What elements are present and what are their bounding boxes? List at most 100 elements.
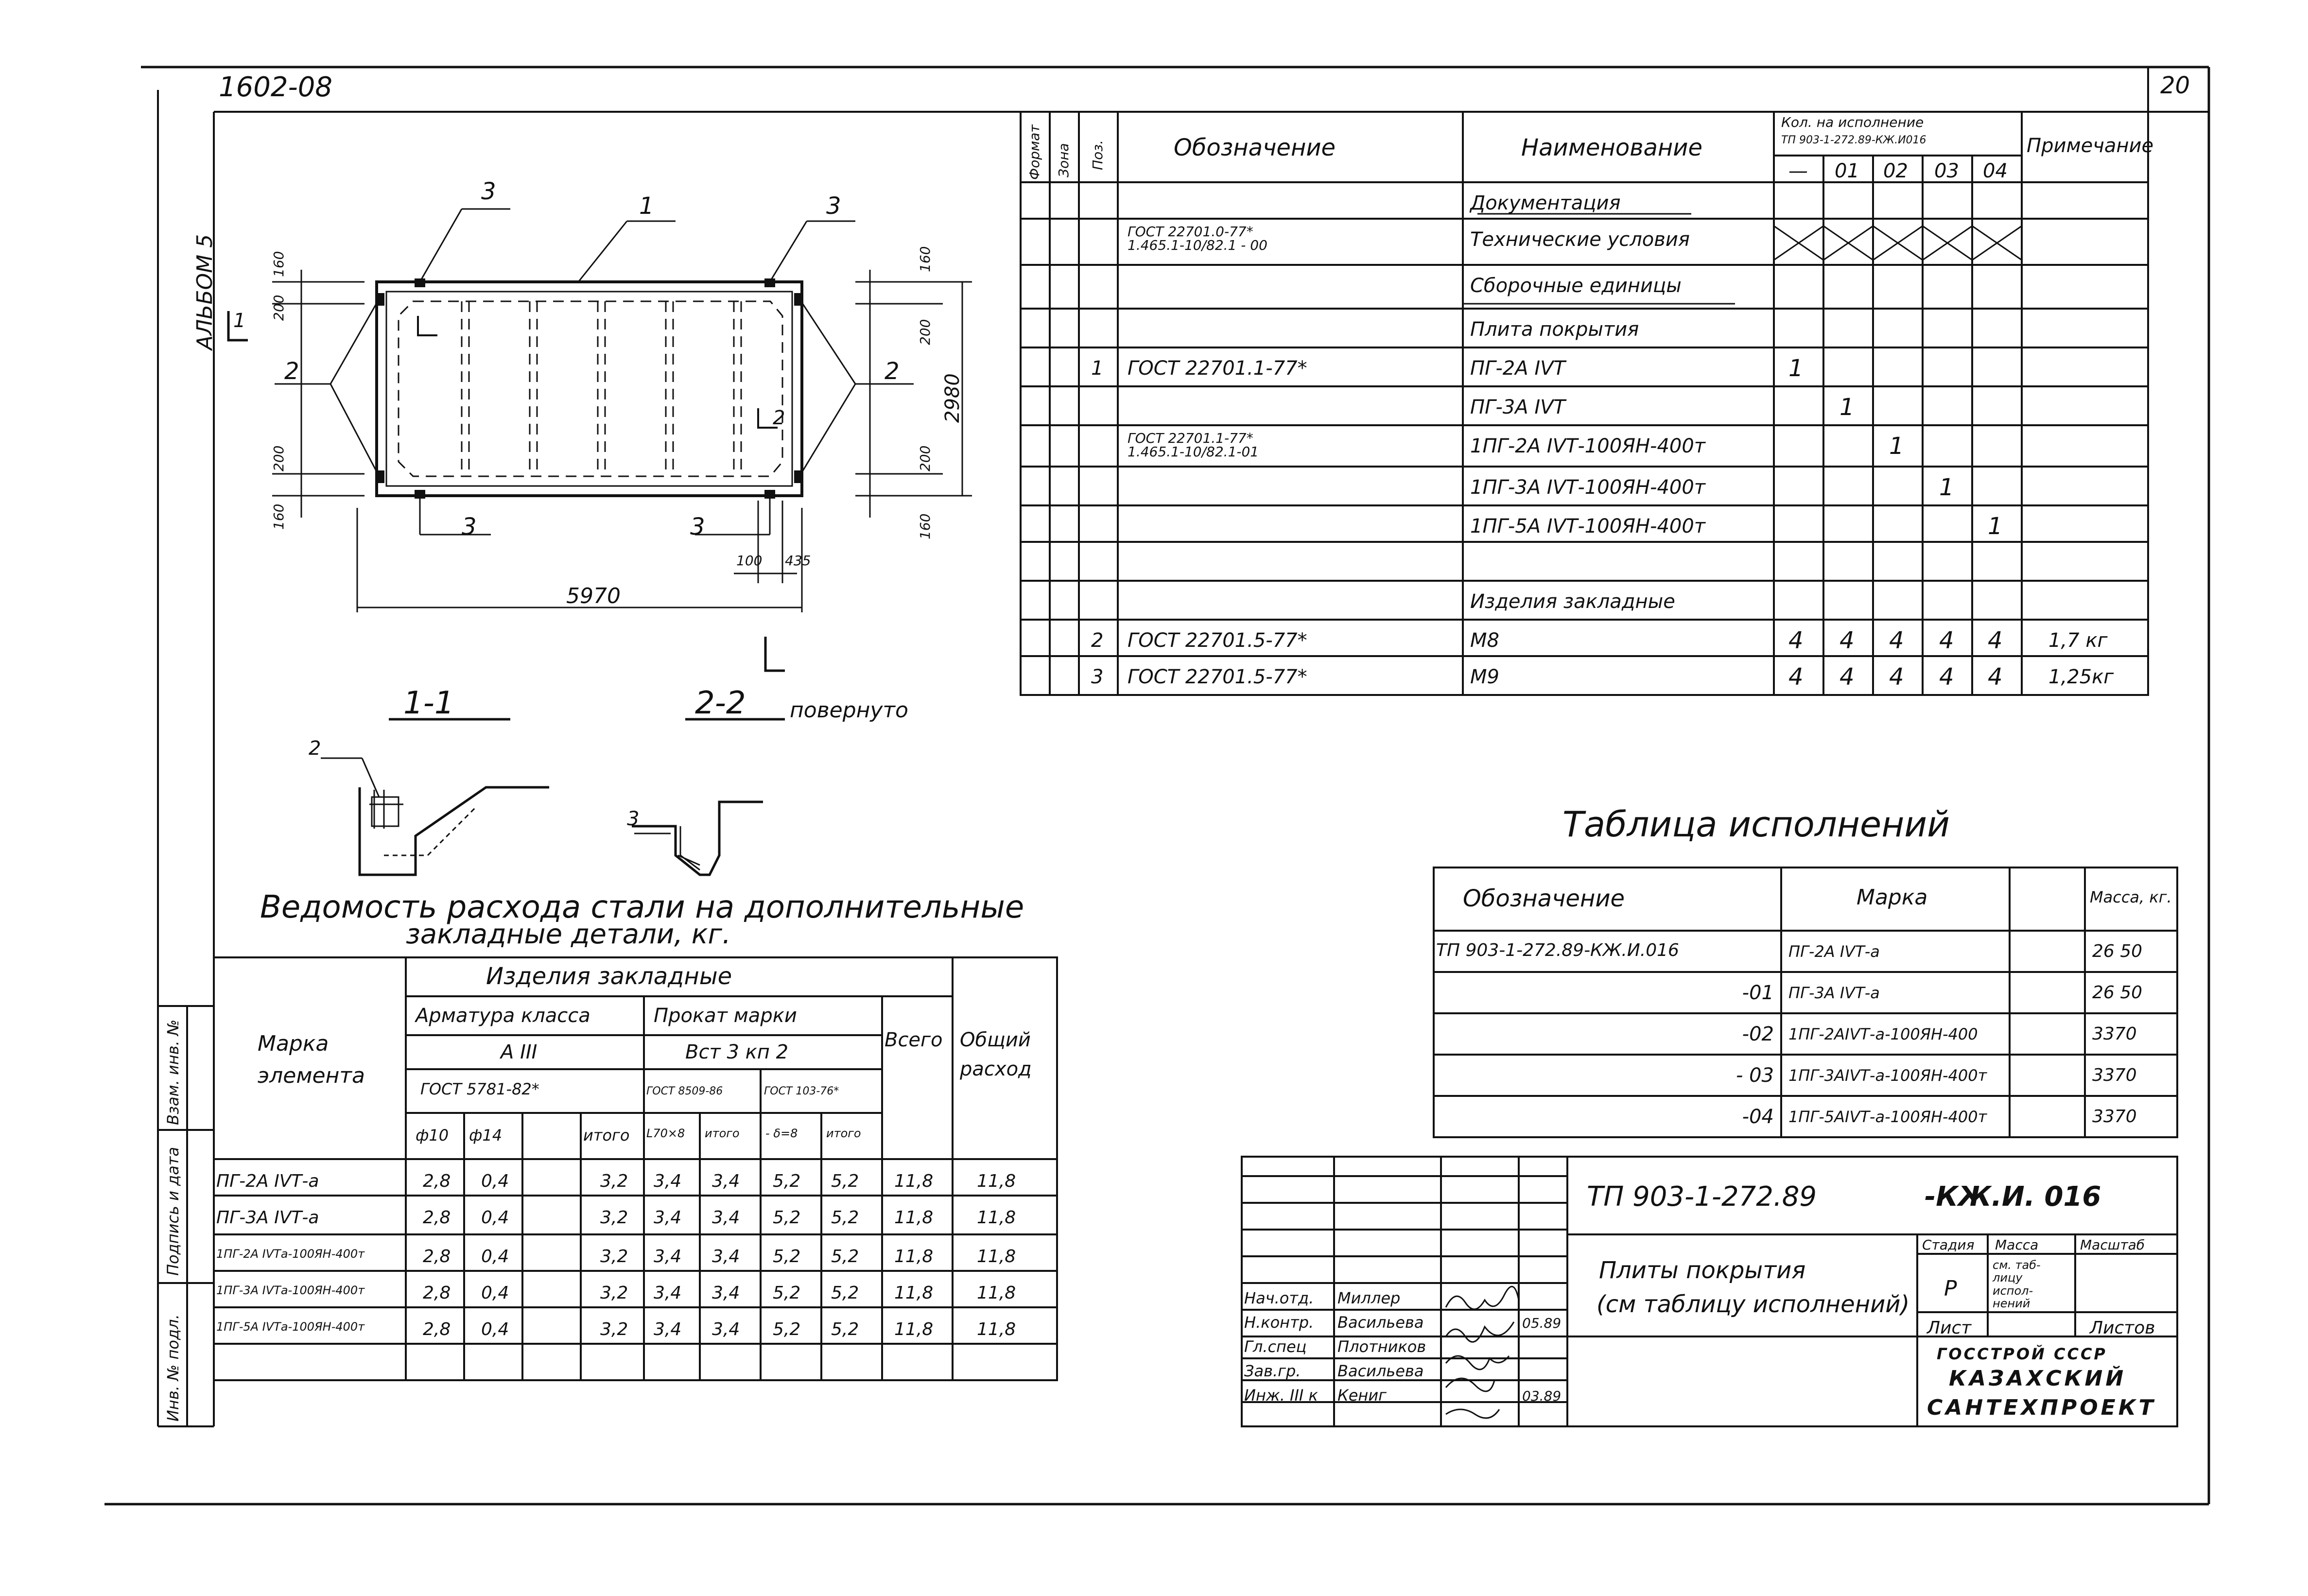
- plan-width-dim: 2980: [941, 373, 964, 423]
- dim-right-3: 200: [917, 445, 933, 471]
- spec-designation: ГОСТ 22701.5-77*: [1128, 666, 1307, 688]
- steel-subheader: ф10: [416, 1126, 449, 1145]
- spec-h-zone: Зона: [1056, 143, 1072, 177]
- section-2-note: повернуто: [790, 698, 908, 723]
- variants-h-mass: Масса, кг.: [2090, 888, 2172, 906]
- variant-mass: 26 50: [2092, 941, 2143, 961]
- steel-value: 11,8: [977, 1247, 1016, 1266]
- steel-value: 5,2: [831, 1283, 859, 1303]
- steel-value: 11,8: [894, 1319, 934, 1339]
- section-2-title: 2-2: [695, 685, 746, 721]
- steel-value: 2,8: [423, 1247, 451, 1266]
- callout-3-c: 3: [462, 513, 477, 540]
- signatory-role: Зав.гр.: [1244, 1362, 1301, 1380]
- steel-h-profile-grade: Вст 3 кп 2: [685, 1041, 789, 1063]
- steel-mark: ПГ-3А IVТ-а: [216, 1208, 319, 1228]
- steel-value: 3,4: [712, 1283, 740, 1303]
- variant-designation: ТП 903-1-272.89-КЖ.И.016: [1436, 940, 1679, 960]
- callout-2-right: 2: [885, 358, 900, 385]
- steel-h-rebar-gost: ГОСТ 5781-82*: [420, 1080, 539, 1098]
- plan-length-dim: 5970: [566, 584, 621, 608]
- steel-value: 3,4: [712, 1319, 740, 1339]
- spec-qty: 4: [1939, 627, 1954, 654]
- steel-value: 0,4: [481, 1283, 509, 1303]
- section-1-callout: 2: [309, 737, 321, 760]
- steel-value: 3,4: [654, 1283, 682, 1303]
- spec-qty: 1: [1889, 433, 1904, 460]
- title-sheets: Листов: [2090, 1318, 2155, 1338]
- variant-designation: - 03: [1735, 1064, 1774, 1087]
- title-org-2: КАЗАХСКИЙ: [1949, 1366, 2127, 1391]
- steel-value: 5,2: [773, 1283, 801, 1303]
- steel-value: 3,4: [712, 1208, 740, 1228]
- spec-qty: 1: [1788, 355, 1804, 382]
- spec-note: 1,25кг: [2048, 666, 2114, 688]
- variant-designation: -02: [1742, 1023, 1774, 1045]
- steel-value: 11,8: [977, 1208, 1016, 1228]
- spec-h-name: Наименование: [1521, 134, 1703, 161]
- spec-name: Технические условия: [1470, 228, 1690, 251]
- spec-pos: 3: [1091, 666, 1104, 688]
- spec-name: Сборочные единицы: [1470, 275, 1682, 297]
- steel-value: 3,2: [600, 1247, 628, 1266]
- spec-name: 1ПГ-3А IVТ-100ЯН-400т: [1470, 476, 1706, 499]
- variant-mark: ПГ-2А IVТ-а: [1788, 942, 1880, 961]
- signatory-role: Нач.отд.: [1244, 1289, 1314, 1307]
- variant-designation: -01: [1742, 982, 1774, 1004]
- spec-name: М8: [1470, 629, 1499, 652]
- steel-mark: 1ПГ-5А IVТа-100ЯН-400т: [216, 1320, 365, 1334]
- page-number: 20: [2160, 72, 2190, 99]
- spec-qty: 4: [1839, 663, 1855, 691]
- title-scale-h: Масштаб: [2080, 1237, 2145, 1253]
- steel-value: 5,2: [831, 1208, 859, 1228]
- steel-value: 2,8: [423, 1208, 451, 1228]
- album-label: АЛЬБОМ 5: [192, 234, 217, 350]
- callout-3-b: 3: [826, 192, 841, 220]
- steel-value: 3,2: [600, 1283, 628, 1303]
- spec-h-qty-1: Кол. на исполнение: [1781, 114, 1924, 130]
- steel-value: 3,4: [654, 1208, 682, 1228]
- spec-qty: 1: [1939, 474, 1954, 501]
- steel-title-2: закладные детали, кг.: [406, 919, 731, 950]
- spec-h-pos: Поз.: [1090, 140, 1106, 170]
- spec-designation: ГОСТ 22701.1-77* 1.465.1-10/82.1-01: [1128, 430, 1259, 460]
- spec-h-variant-4: 04: [1983, 160, 2008, 182]
- spec-designation: ГОСТ 22701.0-77* 1.465.1-10/82.1 - 00: [1128, 224, 1267, 253]
- spec-name: 1ПГ-5А IVТ-100ЯН-400т: [1470, 515, 1706, 538]
- steel-value: 11,8: [894, 1208, 934, 1228]
- steel-title-1: Ведомость расхода стали на дополнительны…: [260, 889, 1024, 925]
- steel-value: 5,2: [773, 1247, 801, 1266]
- steel-h-total: Всего: [885, 1029, 943, 1051]
- steel-h-rebar: Арматура класса: [416, 1005, 590, 1027]
- spec-designation: ГОСТ 22701.1-77*: [1128, 357, 1307, 380]
- dim-right-4: 160: [917, 513, 933, 539]
- steel-value: 0,4: [481, 1247, 509, 1266]
- dim-right-2: 200: [917, 319, 933, 345]
- spec-h-designation: Обозначение: [1174, 134, 1336, 161]
- spec-pos: 2: [1091, 629, 1104, 652]
- spec-h-variant-3: 03: [1934, 160, 1959, 182]
- steel-subheader: - δ=8: [765, 1127, 798, 1140]
- callout-2-left: 2: [284, 358, 299, 385]
- spec-name: ПГ-3А IVТ: [1470, 396, 1565, 418]
- signatory-date: 03.89: [1522, 1388, 1562, 1404]
- spec-qty: 1: [1839, 394, 1855, 421]
- title-stage-h: Стадия: [1922, 1237, 1975, 1253]
- spec-qty: 4: [1839, 627, 1855, 654]
- steel-value: 5,2: [773, 1208, 801, 1228]
- title-mass-h: Масса: [1995, 1237, 2039, 1253]
- spec-name: Плита покрытия: [1470, 318, 1639, 341]
- steel-value: 3,2: [600, 1171, 628, 1191]
- spec-qty: 4: [1988, 627, 2003, 654]
- steel-value: 2,8: [423, 1283, 451, 1303]
- steel-mark: 1ПГ-3А IVТа-100ЯН-400т: [216, 1284, 365, 1297]
- variant-mark: 1ПГ-3АIVТ-а-100ЯН-400т: [1788, 1066, 1987, 1085]
- variants-title: Таблица исполнений: [1562, 804, 1950, 845]
- dim-left-3: 200: [271, 445, 287, 471]
- variant-mark: ПГ-3А IVТ-а: [1788, 984, 1880, 1002]
- title-stage: Р: [1944, 1276, 1957, 1301]
- spec-name: 1ПГ-2А IVТ-100ЯН-400т: [1470, 435, 1706, 457]
- steel-h-general: Общий расход: [960, 1029, 1032, 1080]
